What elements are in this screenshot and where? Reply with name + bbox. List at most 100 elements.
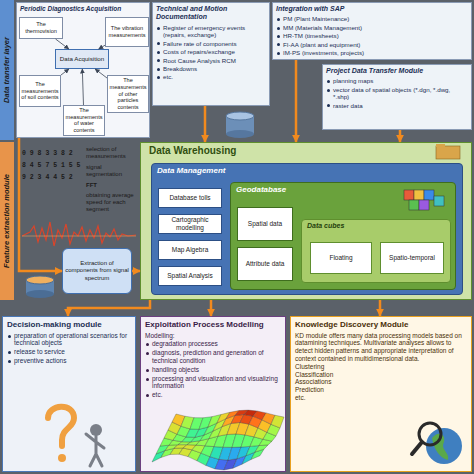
plot-cell bbox=[254, 428, 267, 439]
folder-tab bbox=[436, 144, 445, 147]
cube bbox=[409, 200, 419, 210]
database-top bbox=[226, 112, 254, 120]
step-label: obtaining average speed for each segment bbox=[86, 192, 136, 214]
continent bbox=[432, 434, 448, 460]
plot-cell bbox=[206, 457, 219, 469]
plot-cell bbox=[156, 445, 169, 454]
acquisition-panel: The vibration measurements The thermovisi… bbox=[16, 2, 150, 138]
plot-cell bbox=[152, 451, 165, 462]
box-text: raster data bbox=[326, 102, 468, 109]
tool-box: Map Algebra bbox=[158, 240, 222, 260]
plot-cell bbox=[188, 450, 201, 461]
person-head bbox=[90, 424, 102, 436]
plot-cell bbox=[195, 427, 208, 437]
data-box: Attribute data bbox=[237, 247, 293, 281]
box-title: Geodatabase bbox=[236, 185, 450, 195]
box-text: IM-PS (investments, projects) bbox=[276, 49, 468, 56]
plot-cell bbox=[196, 439, 209, 446]
plot-cell bbox=[245, 424, 258, 437]
magnifier-ring bbox=[419, 423, 441, 445]
connector-arrow bbox=[68, 300, 150, 316]
box-text: etc. bbox=[295, 394, 467, 402]
plot-cell bbox=[222, 415, 235, 426]
connector-arrow bbox=[132, 270, 140, 273]
connector-arrow bbox=[204, 106, 207, 142]
box-title: Floating bbox=[312, 254, 370, 262]
globe-magnifier bbox=[412, 423, 462, 464]
box-text: PM (Plant Maintenance) bbox=[276, 15, 468, 22]
plot-cell bbox=[232, 434, 245, 447]
box-text: etc. bbox=[156, 73, 266, 80]
plot-cell bbox=[226, 411, 239, 419]
plot-cell bbox=[263, 432, 276, 441]
sensor-box: The measurements of other particles cont… bbox=[107, 75, 149, 113]
tool-box: Spatial Analysis bbox=[158, 266, 222, 286]
connector-arrow bbox=[399, 130, 402, 142]
cube-icon bbox=[404, 190, 444, 210]
box-text: Costs of repairs/exchange bbox=[156, 48, 266, 55]
box-text: planning maps bbox=[326, 77, 468, 84]
connector-arrow bbox=[295, 60, 298, 142]
plot-cell bbox=[228, 447, 241, 460]
connector-arrow bbox=[82, 69, 83, 105]
box-text: degradation processes bbox=[145, 340, 281, 348]
plot-cell bbox=[169, 440, 182, 445]
plot-cell bbox=[259, 439, 272, 445]
plot-cell bbox=[165, 445, 178, 451]
surface-plot bbox=[152, 410, 284, 470]
box-text: preventive actions bbox=[7, 357, 131, 365]
box-title: Map Algebra bbox=[160, 246, 220, 254]
box-title: Data Acquisition bbox=[57, 55, 107, 62]
plot-cell bbox=[177, 426, 190, 437]
plot-cell bbox=[244, 410, 257, 416]
plot-cell bbox=[186, 429, 199, 437]
cube bbox=[434, 196, 444, 206]
plot-cell bbox=[223, 434, 236, 447]
plot-cell bbox=[267, 424, 280, 436]
box-title: Decision-making module bbox=[7, 320, 131, 330]
plot-cell bbox=[168, 422, 181, 434]
box-title: Project Data Transfer Module bbox=[326, 67, 468, 75]
warehouse-panel: Database tollsCartographic modellingMap … bbox=[140, 142, 472, 300]
box-title: Attribute data bbox=[239, 260, 291, 268]
connector-arrow bbox=[19, 138, 62, 271]
connector-arrow bbox=[61, 69, 69, 75]
database-icon bbox=[26, 276, 54, 298]
box-text: Failure rate of components bbox=[156, 40, 266, 47]
plot-cell bbox=[161, 448, 174, 457]
plot-cell bbox=[174, 445, 187, 449]
plot-cell bbox=[173, 434, 186, 442]
management-panel: Database tollsCartographic modellingMap … bbox=[151, 163, 463, 295]
sensor-box: The thermovision bbox=[19, 17, 63, 39]
box-text: Classification bbox=[295, 371, 467, 379]
box-title: The thermovision bbox=[21, 21, 61, 34]
box-text: vector data of spatial objects (*.dgn, *… bbox=[326, 86, 468, 101]
plot-cell bbox=[181, 416, 194, 429]
signal-axis bbox=[22, 236, 136, 237]
box-text: Prediction bbox=[295, 386, 467, 394]
database-body bbox=[226, 116, 254, 134]
database-base bbox=[226, 130, 254, 138]
question-dot bbox=[58, 454, 66, 462]
person-body bbox=[86, 434, 104, 466]
signal-digits: 9 2 3 4 4 5 2 bbox=[22, 174, 84, 182]
plot-cell bbox=[219, 447, 232, 460]
plot-cell bbox=[224, 459, 237, 470]
plot-cell bbox=[215, 459, 228, 470]
plot-cell bbox=[164, 430, 177, 440]
plot-cell bbox=[251, 449, 264, 459]
folder bbox=[436, 146, 460, 159]
signal-waveform bbox=[22, 222, 136, 246]
plot-cell bbox=[262, 413, 275, 424]
connector-arrow bbox=[210, 300, 213, 316]
plot-cell bbox=[258, 420, 271, 432]
extraction-box: Extraction of components from signal spe… bbox=[62, 248, 132, 294]
box-title: Data Warehousing bbox=[149, 145, 463, 157]
plot-cell bbox=[208, 415, 221, 428]
box-text: Associations bbox=[295, 378, 467, 386]
database-base bbox=[26, 290, 54, 298]
sensor-box: The vibration measurements bbox=[105, 17, 149, 47]
knowledge-panel: Knowledge Discovery ModuleKD module offe… bbox=[290, 316, 472, 472]
plot-cell bbox=[236, 422, 249, 434]
box-title: The measurements of other particles cont… bbox=[109, 77, 147, 111]
